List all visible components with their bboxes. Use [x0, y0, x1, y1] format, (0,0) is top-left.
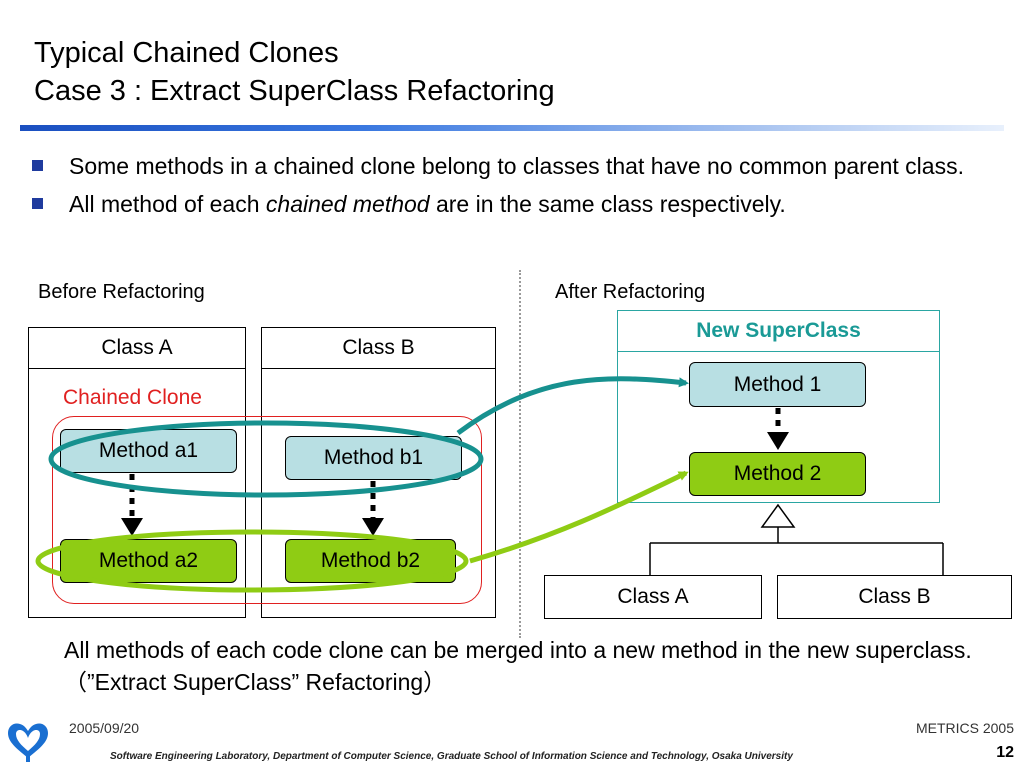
call-arrow-b [362, 481, 384, 536]
title-line-2: Case 3 : Extract SuperClass Refactoring [34, 75, 555, 107]
method-2-box: Method 2 [689, 452, 866, 496]
class-a-title: Class A [29, 328, 245, 369]
before-refactoring-label: Before Refactoring [38, 281, 205, 303]
method-1-box: Method 1 [689, 362, 866, 407]
after-refactoring-label: After Refactoring [555, 281, 706, 303]
bullet-square-icon [32, 198, 43, 209]
bullet-square-icon [32, 160, 43, 171]
inheritance-triangle-icon [760, 503, 796, 528]
call-arrow-a [121, 474, 143, 536]
call-arrow-superclass [767, 408, 789, 450]
footer-date: 2005/09/20 [69, 720, 140, 736]
new-superclass-box: New SuperClass [617, 310, 940, 503]
clone-set-2-ellipse [35, 529, 469, 593]
subclass-b-box: Class B [777, 575, 1012, 619]
chained-clone-label: Chained Clone [63, 386, 202, 409]
bullet-text-start: All method of each [69, 191, 266, 217]
bullet-item: All method of each chained method are in… [32, 188, 992, 220]
class-b-title: Class B [262, 328, 495, 369]
new-superclass-title: New SuperClass [618, 311, 939, 352]
slide-title: Typical Chained Clones Case 3 : Extract … [34, 34, 555, 110]
merge-arrow-teal [456, 376, 689, 436]
section-divider [519, 270, 521, 638]
title-line-1: Typical Chained Clones [34, 37, 339, 69]
method-a2-box: Method a2 [60, 539, 237, 583]
merge-arrow-green [469, 470, 689, 564]
bullet-list: Some methods in a chained clone belong t… [32, 150, 992, 226]
bullet-text: Some methods in a chained clone belong t… [69, 153, 964, 179]
inheritance-connectors [649, 527, 944, 575]
title-rule [20, 125, 1004, 131]
page-number: 12 [996, 744, 1014, 761]
chained-clone-region [52, 416, 482, 604]
bullet-text-emphasis: chained method [265, 191, 430, 217]
method-b1-box: Method b1 [285, 436, 462, 480]
conclusion-text: All methods of each code clone can be me… [64, 637, 972, 695]
footer-conference: METRICS 2005 [915, 720, 1014, 736]
university-logo-icon [8, 723, 48, 762]
bullet-text-end: are in the same class respectively. [429, 191, 786, 217]
footer-lab: Software Engineering Laboratory, Departm… [110, 751, 793, 762]
clone-set-1-ellipse [48, 420, 484, 498]
subclass-a-box: Class A [544, 575, 762, 619]
bullet-item: Some methods in a chained clone belong t… [32, 150, 992, 182]
